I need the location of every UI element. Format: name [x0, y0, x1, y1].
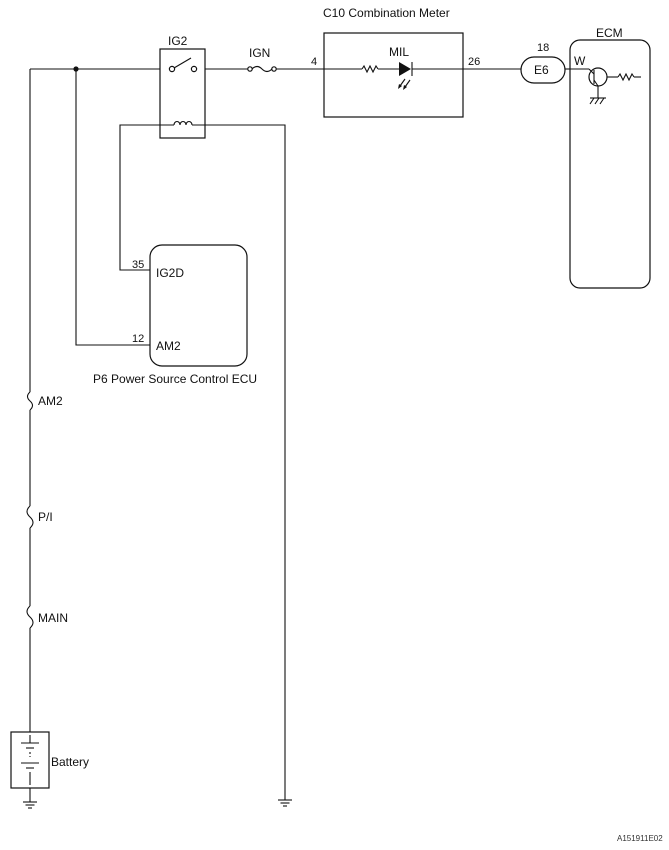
fuse-am2 [26, 391, 34, 411]
ecm-title: ECM [596, 26, 623, 40]
fuse-pi [26, 505, 34, 529]
ig2-relay [159, 48, 206, 139]
figure-code: A151911E02 [617, 834, 663, 843]
ecm-transistor [570, 67, 641, 105]
power-source-ecu-box [149, 244, 248, 367]
coil-ground [278, 799, 292, 807]
fuse-main [26, 605, 34, 629]
fuse-ign [247, 65, 277, 73]
ecu-caption: P6 Power Source Control ECU [93, 372, 257, 386]
battery-symbol [10, 731, 50, 789]
ecu-pin-12: 12 [132, 333, 144, 345]
fuse-ign-label: IGN [249, 46, 270, 60]
combination-meter-box [323, 32, 464, 118]
ecm-box [569, 39, 651, 289]
relay-label: IG2 [168, 34, 188, 48]
meter-title: C10 Combination Meter [323, 6, 450, 20]
ecu-ig2d-label: IG2D [156, 266, 184, 280]
meter-pin-26: 26 [468, 56, 480, 68]
ecm-pin-w: W [574, 54, 586, 68]
battery-label: Battery [51, 755, 89, 769]
e6-label: E6 [534, 63, 549, 77]
ecu-pin-35: 35 [132, 259, 144, 271]
meter-pin-4: 4 [311, 56, 317, 68]
mil-label: MIL [389, 45, 409, 59]
ecu-am2-label: AM2 [156, 339, 181, 353]
coil-to-ig2d-wire [119, 124, 174, 271]
e6-pin-18: 18 [537, 42, 549, 54]
am2-branch-wire [75, 69, 150, 346]
fuse-pi-label: P/I [38, 510, 53, 524]
fuse-am2-label: AM2 [38, 394, 63, 408]
mil-led-circuit [324, 62, 463, 90]
battery-ground [23, 801, 37, 809]
e6-connector [520, 56, 566, 84]
fuse-main-label: MAIN [38, 611, 68, 625]
coil-ground-wire [192, 124, 286, 800]
main-power-wire [29, 68, 160, 802]
